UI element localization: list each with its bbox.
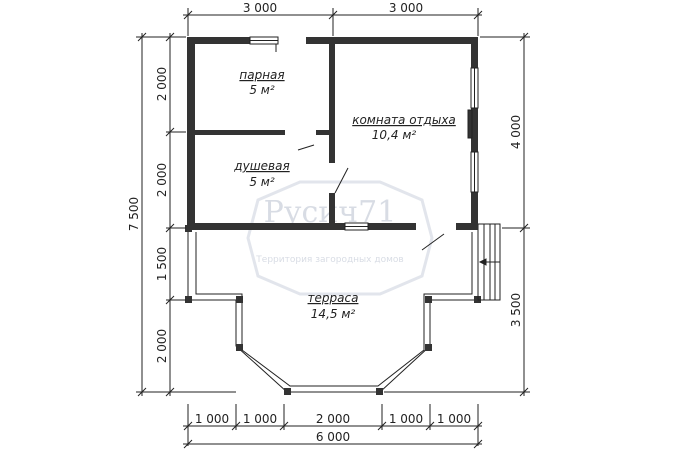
dim-left-1: 2 000 — [155, 67, 169, 101]
room-area-steam: 5 м² — [249, 83, 275, 97]
room-labels: парная 5 м² комната отдыха 10,4 м² душев… — [233, 68, 455, 321]
room-area-shower: 5 м² — [249, 175, 275, 189]
room-name-steam: парная — [239, 68, 284, 82]
watermark: Русич71 Территория загородных домов — [246, 180, 434, 296]
room-area-terrace: 14,5 м² — [311, 307, 356, 321]
watermark-emblem — [246, 180, 434, 296]
dim-bottom-4: 1 000 — [389, 412, 423, 426]
door-markers — [275, 44, 473, 251]
dim-bottom-1: 1 000 — [195, 412, 229, 426]
dim-top-right: 3 000 — [389, 1, 423, 15]
dim-left-3: 1 500 — [155, 247, 169, 281]
room-name-shower: душевая — [233, 159, 289, 173]
dim-bottom-5: 1 000 — [437, 412, 471, 426]
dim-left-total: 7 500 — [127, 197, 141, 231]
dim-bottom-2: 1 000 — [243, 412, 277, 426]
room-area-lounge: 10,4 м² — [372, 128, 417, 142]
exterior-walls — [187, 37, 478, 230]
dim-bottom-total: 6 000 — [316, 430, 350, 444]
dim-right-1: 4 000 — [509, 115, 523, 149]
room-name-lounge: комната отдыха — [352, 113, 456, 127]
dim-top-left: 3 000 — [243, 1, 277, 15]
dimension-labels: 3 000 3 000 7 500 2 000 2 000 1 500 2 00… — [127, 1, 523, 444]
interior-walls — [195, 44, 335, 223]
room-name-terrace: терраса — [308, 291, 359, 305]
dim-bottom-3: 2 000 — [316, 412, 350, 426]
dim-right-2: 3 500 — [509, 293, 523, 327]
dim-left-2: 2 000 — [155, 163, 169, 197]
dim-left-4: 2 000 — [155, 329, 169, 363]
watermark-tagline: Территория загородных домов — [255, 255, 403, 265]
windows — [249, 36, 479, 231]
terrace-outline — [187, 228, 479, 393]
dimension-lines — [136, 8, 530, 449]
entrance-steps — [477, 223, 501, 301]
